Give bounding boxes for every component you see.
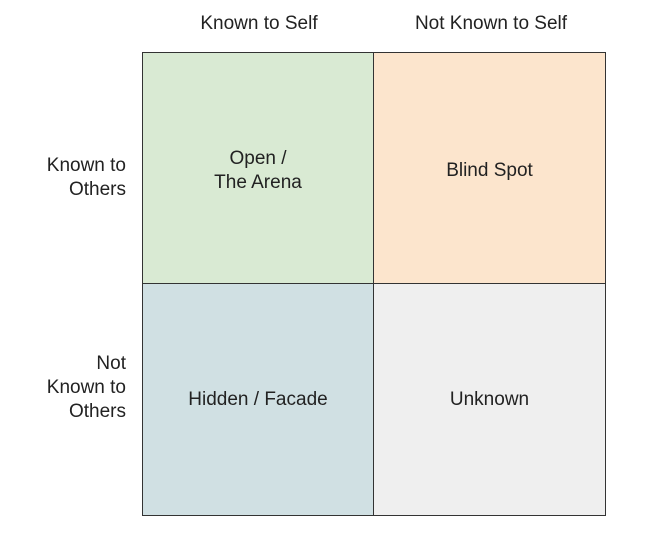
- quadrant-open-arena: Open / The Arena: [143, 53, 374, 284]
- quadrant-label: Blind Spot: [446, 160, 533, 181]
- quadrant-grid: Open / The Arena Blind Spot Hidden / Fac…: [142, 52, 606, 516]
- quadrant-blind-spot: Blind Spot: [374, 53, 605, 284]
- quadrant-hidden-facade: Hidden / Facade: [143, 284, 374, 515]
- quadrant-label: Hidden / Facade: [188, 388, 328, 410]
- quadrant-unknown: Unknown: [374, 284, 605, 515]
- row-header-known-to-others: Known to Others: [46, 155, 126, 200]
- quadrant-label: Open / The Arena: [214, 148, 302, 193]
- row-header-not-known-to-others: Not Known to Others: [46, 353, 126, 422]
- quadrant-label: Unknown: [449, 388, 530, 410]
- column-header-not-known-to-self: Not Known to Self: [414, 13, 568, 34]
- column-header-known-to-self: Known to Self: [200, 13, 318, 34]
